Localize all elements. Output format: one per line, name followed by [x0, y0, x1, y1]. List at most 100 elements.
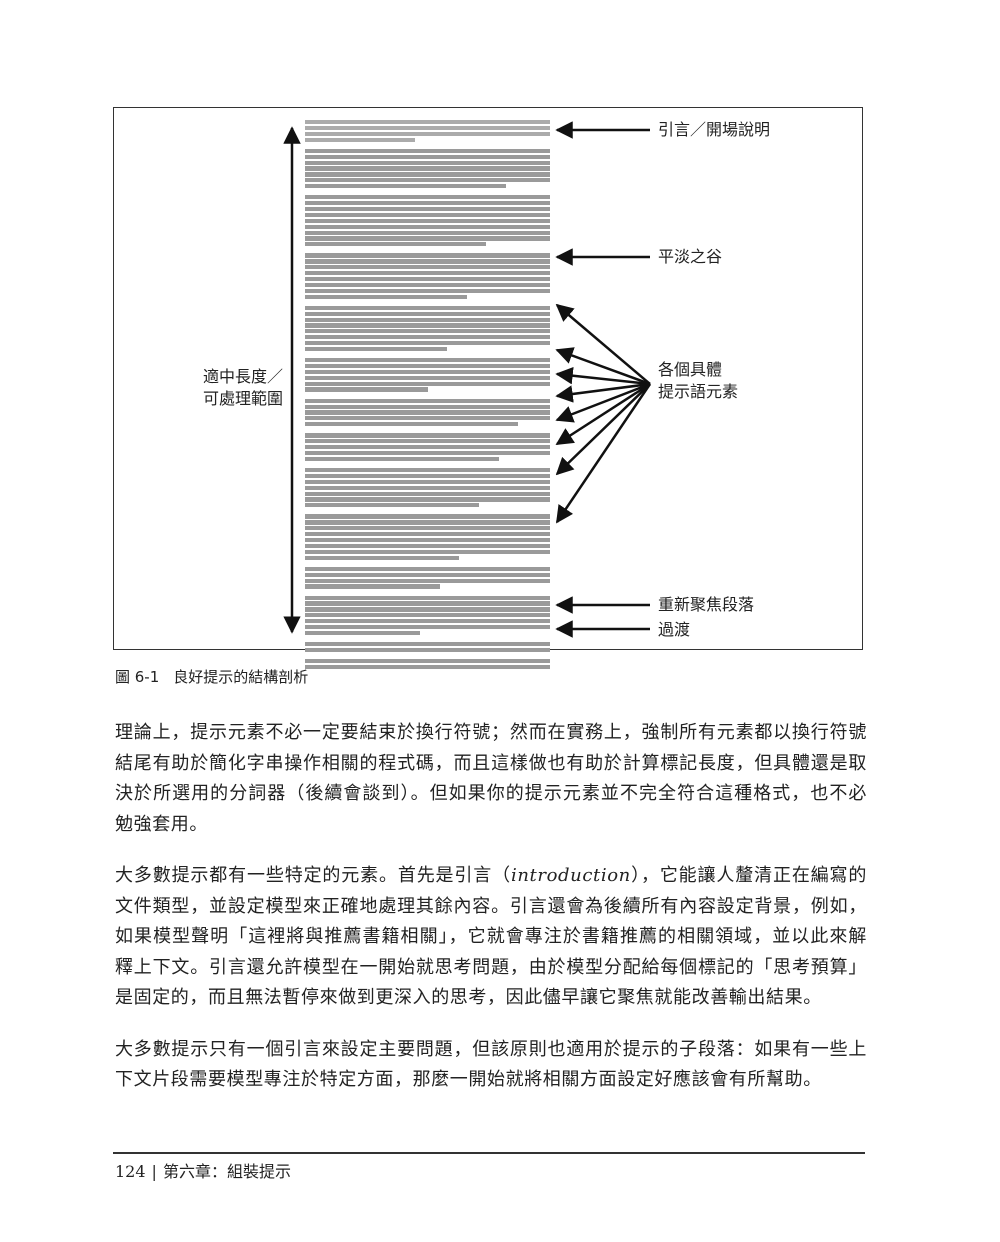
p2-term-english: introduction [511, 865, 631, 886]
document-text-line [305, 242, 487, 247]
document-text-line [305, 137, 416, 142]
document-text-line [305, 276, 550, 282]
document-paragraph [305, 433, 550, 461]
document-paragraph [305, 659, 550, 670]
document-text-line [305, 526, 550, 531]
document-text-line [305, 346, 448, 352]
document-text-line [305, 363, 550, 369]
document-text-line [305, 532, 550, 537]
document-text-line [305, 659, 550, 664]
document-text-line [305, 341, 550, 346]
document-text-line [305, 647, 550, 653]
document-paragraph [305, 358, 550, 392]
document-text-line [305, 416, 550, 421]
document-text-line [305, 619, 550, 624]
document-text-line [305, 473, 550, 479]
document-text-line [305, 607, 550, 612]
document-text-line [305, 404, 550, 409]
document-paragraph [305, 514, 550, 560]
document-text-line [305, 537, 550, 543]
document-paragraph [305, 305, 550, 352]
p2-text-after: ，它能讓人釐清正在編寫的文件類型，並設定模型來正確地處理其餘內容。引言還會為後續… [115, 865, 867, 1008]
document-text-line [305, 201, 550, 206]
document-text-line [305, 543, 550, 548]
document-text-line [305, 160, 550, 165]
label-refocus: 重新聚焦段落 [658, 595, 755, 614]
document-text-line [305, 265, 550, 270]
document-text-line [305, 282, 550, 287]
document-text-line [305, 207, 550, 212]
label-length: 適中長度／ 可處理範圍 [197, 366, 283, 410]
document-text-line [305, 642, 550, 647]
footer-separator: | [151, 1162, 157, 1181]
document-text-line [305, 120, 550, 125]
paragraph-1: 理論上，提示元素不必一定要結束於換行符號；然而在實務上，強制所有元素都以換行符號… [115, 722, 867, 835]
document-text-line [305, 497, 550, 502]
document-text-line [305, 485, 550, 490]
document-paragraph [305, 642, 550, 653]
document-text-line [305, 613, 550, 618]
p2-text-before: 大多數提示都有一些特定的元素。首先是 [115, 865, 455, 886]
body-text: 理論上，提示元素不必一定要結束於換行符號；然而在實務上，強制所有元素都以換行符號… [115, 718, 867, 1117]
document-paragraph [305, 566, 550, 589]
document-text-line [305, 381, 550, 386]
document-text-line [305, 456, 499, 461]
document-text-line [305, 317, 550, 322]
page-footer: 124|第六章：組裝提示 [115, 1158, 291, 1182]
document-text-line [305, 178, 550, 183]
document-text-line [305, 212, 550, 218]
p2-paren-close: ） [630, 865, 641, 886]
document-text-line [305, 433, 550, 438]
document-text-line [305, 375, 550, 380]
document-text-line [305, 514, 550, 519]
document-text-line [305, 479, 550, 484]
document-text-line [305, 387, 428, 392]
document-paragraph [305, 120, 550, 142]
document-text-line [305, 468, 550, 473]
document-paragraph [305, 595, 550, 635]
label-valley: 平淡之谷 [658, 247, 723, 266]
document-text-line [305, 335, 550, 340]
document-text-line [305, 549, 550, 554]
document-text-line [305, 566, 550, 571]
document-text-line [305, 305, 550, 310]
document-paragraph [305, 468, 550, 508]
document-text-line [305, 445, 550, 450]
document-text-line [305, 439, 550, 444]
document-text-line [305, 323, 550, 328]
document-text-line [305, 664, 550, 670]
label-elements: 各個具體 提示語元素 [658, 359, 738, 403]
label-intro: 引言／開場說明 [658, 120, 771, 139]
p2-paren-open: （ [492, 865, 511, 886]
caption-number: 圖 6-1 [115, 668, 160, 686]
sample-document [305, 120, 550, 676]
document-text-line [305, 358, 550, 363]
document-text-line [305, 224, 550, 229]
document-text-line [305, 259, 550, 264]
p2-term: 引言 [454, 865, 493, 886]
document-text-line [305, 369, 550, 374]
document-text-line [305, 410, 550, 415]
document-text-line [305, 422, 519, 427]
document-paragraph [305, 398, 550, 427]
document-text-line [305, 595, 550, 600]
document-text-line [305, 172, 550, 177]
document-text-line [305, 555, 460, 560]
label-length-line1: 適中長度／ [202, 367, 283, 386]
document-paragraph [305, 253, 550, 299]
document-text-line [305, 230, 550, 235]
document-text-line [305, 218, 550, 223]
document-text-line [305, 166, 550, 171]
paragraph-2: 大多數提示都有一些特定的元素。首先是引言（introduction），它能讓人釐… [115, 861, 867, 1014]
document-text-line [305, 572, 550, 577]
label-length-line2: 可處理範圍 [202, 389, 283, 408]
page-number: 124 [115, 1162, 146, 1181]
document-text-line [305, 398, 550, 403]
document-text-line [305, 311, 550, 316]
document-text-line [305, 624, 550, 630]
document-text-line [305, 288, 550, 293]
document-text-line [305, 329, 550, 334]
document-text-line [305, 491, 550, 496]
document-text-line [305, 450, 550, 456]
